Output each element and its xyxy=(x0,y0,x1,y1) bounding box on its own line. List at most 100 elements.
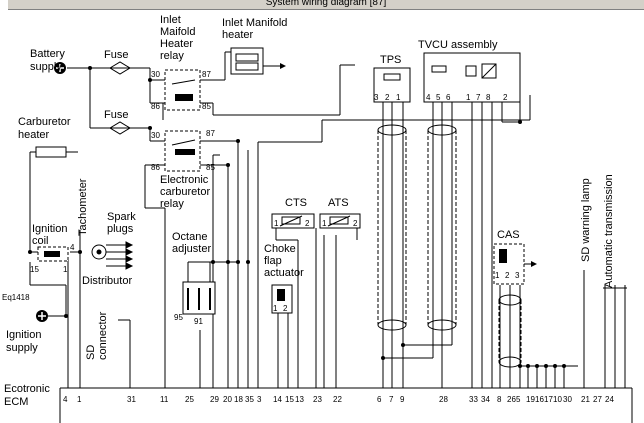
ecm-pin-label: 16 xyxy=(535,395,544,404)
distributor-label: Distributor xyxy=(82,275,132,287)
ecm-pin-label: 17 xyxy=(544,395,553,404)
fuse-top xyxy=(109,61,131,75)
ecm-pin-label: 26 xyxy=(507,395,516,404)
manifold-heater-label: Inlet Manifold heater xyxy=(222,17,291,41)
pin-label: 1 xyxy=(63,265,68,274)
pin-label: 2 xyxy=(503,93,508,102)
ecm-pin-label: 7 xyxy=(389,395,394,404)
pin-label: 4 xyxy=(426,93,431,102)
ecm-pin-label: 27 xyxy=(593,395,602,404)
pin-label: 2 xyxy=(385,93,390,102)
pin-label: 2 xyxy=(305,219,310,228)
ecm-pin-label: 24 xyxy=(605,395,614,404)
tvcu-label: TVCU assembly xyxy=(418,39,498,51)
shielded-cables xyxy=(377,124,522,368)
ignition-coil-label: Ignition coil xyxy=(32,223,71,247)
ecm-pin-label: 1 xyxy=(77,395,82,404)
ecm-label: Ecotronic ECM xyxy=(4,383,53,408)
ecm-pin-label: 4 xyxy=(63,395,68,404)
ignition-supply-label: Ignition supply xyxy=(6,329,45,354)
ecm-pin-label: 33 xyxy=(469,395,478,404)
ecm-pin-label: 22 xyxy=(333,395,342,404)
pin-label: 86 xyxy=(151,163,160,172)
ecm-pin-label: 19 xyxy=(526,395,535,404)
spark-plugs-symbol xyxy=(91,241,134,270)
pin-label: 95 xyxy=(174,313,183,322)
ecm-pin-label: 23 xyxy=(313,395,322,404)
ecm-pin-label: 34 xyxy=(481,395,490,404)
ecm-pin-label: 15 xyxy=(285,395,294,404)
tps-box xyxy=(373,67,411,103)
carb-relay-label: Electronic carburetor relay xyxy=(160,174,213,210)
ecm-pin-label: 31 xyxy=(127,395,136,404)
pin-label: 2 xyxy=(505,271,510,280)
ecm-pin-label: 6 xyxy=(377,395,382,404)
heater-relay-box xyxy=(164,69,201,111)
ecm-pin-label: 30 xyxy=(563,395,572,404)
carb-heater-label: Carburetor heater xyxy=(18,116,74,141)
pin-label: 1 xyxy=(273,304,278,313)
window-titlebar: System wiring diagram [87] xyxy=(8,0,644,10)
ecm-pin-label: 28 xyxy=(439,395,448,404)
pin-label: 30 xyxy=(151,70,160,79)
cts-label: CTS xyxy=(285,197,307,209)
pin-label: 85 xyxy=(206,163,215,172)
ats-label: ATS xyxy=(328,197,349,209)
pin-label: 6 xyxy=(446,93,451,102)
pin-label: 1 xyxy=(466,93,471,102)
fuse-top-label: Fuse xyxy=(104,49,128,61)
pin-label: 3 xyxy=(515,271,520,280)
fuse-mid xyxy=(109,121,131,135)
pin-label: 91 xyxy=(194,317,203,326)
octane-adjuster-label: Octane adjuster xyxy=(172,231,211,255)
ecm-pin-label: 21 xyxy=(581,395,590,404)
ecm-pin-label: 13 xyxy=(295,395,304,404)
fuse-mid-label: Fuse xyxy=(104,109,128,121)
ecm-pin-label: 14 xyxy=(273,395,282,404)
pin-label: 3 xyxy=(374,93,379,102)
ecm-pin-label: 29 xyxy=(210,395,219,404)
window-title: System wiring diagram [87] xyxy=(265,0,387,8)
ecm-pin-label: 3 xyxy=(257,395,262,404)
pin-label: 1 xyxy=(396,93,401,102)
ecm-pin-label: 5 xyxy=(516,395,521,404)
ecm-pin-label: 10 xyxy=(553,395,562,404)
ecm-pin-label: 25 xyxy=(185,395,194,404)
heater-relay-label: Inlet Maifold Heater relay xyxy=(160,14,199,62)
junction-dots xyxy=(28,66,566,368)
choke-label: Choke flap actuator xyxy=(264,243,304,279)
pin-label: 87 xyxy=(206,129,215,138)
pin-label: 5 xyxy=(436,93,441,102)
pin-label: 1 xyxy=(274,219,279,228)
pin-label: 4 xyxy=(70,243,75,252)
tps-label: TPS xyxy=(380,54,401,66)
carb-heater-symbol xyxy=(35,146,67,158)
battery-symbol xyxy=(54,62,66,74)
pin-label: 8 xyxy=(486,93,491,102)
pin-label: 1 xyxy=(495,271,500,280)
cas-label: CAS xyxy=(497,229,520,241)
pin-label: 1 xyxy=(322,219,327,228)
pin-label: 85 xyxy=(202,102,211,111)
sd-connector-label: SD connector xyxy=(85,311,109,360)
ecm-pin-label: 8 xyxy=(497,395,502,404)
ecm-pin-label: 9 xyxy=(400,395,405,404)
pin-label: 2 xyxy=(353,219,358,228)
pin-label: 30 xyxy=(151,131,160,140)
tvcu-box xyxy=(423,52,521,103)
pin-label: 87 xyxy=(202,70,211,79)
ecm-pin-label: 20 xyxy=(223,395,232,404)
sd-warning-lamp-label: SD warning lamp xyxy=(580,178,592,262)
battery-supply-label: Battery supply xyxy=(30,48,68,73)
ecm-pin-label: 11 xyxy=(160,395,169,404)
ecm-pin-label: 18 xyxy=(234,395,243,404)
wires xyxy=(29,51,633,423)
pin-label: 15 xyxy=(30,265,39,274)
spark-plugs-label: Spark plugs xyxy=(107,211,139,235)
eq-label: Eq1418 xyxy=(2,293,30,302)
pin-label: 2 xyxy=(283,304,288,313)
ecm-pin-label: 35 xyxy=(245,395,254,404)
pin-label: 86 xyxy=(151,102,160,111)
